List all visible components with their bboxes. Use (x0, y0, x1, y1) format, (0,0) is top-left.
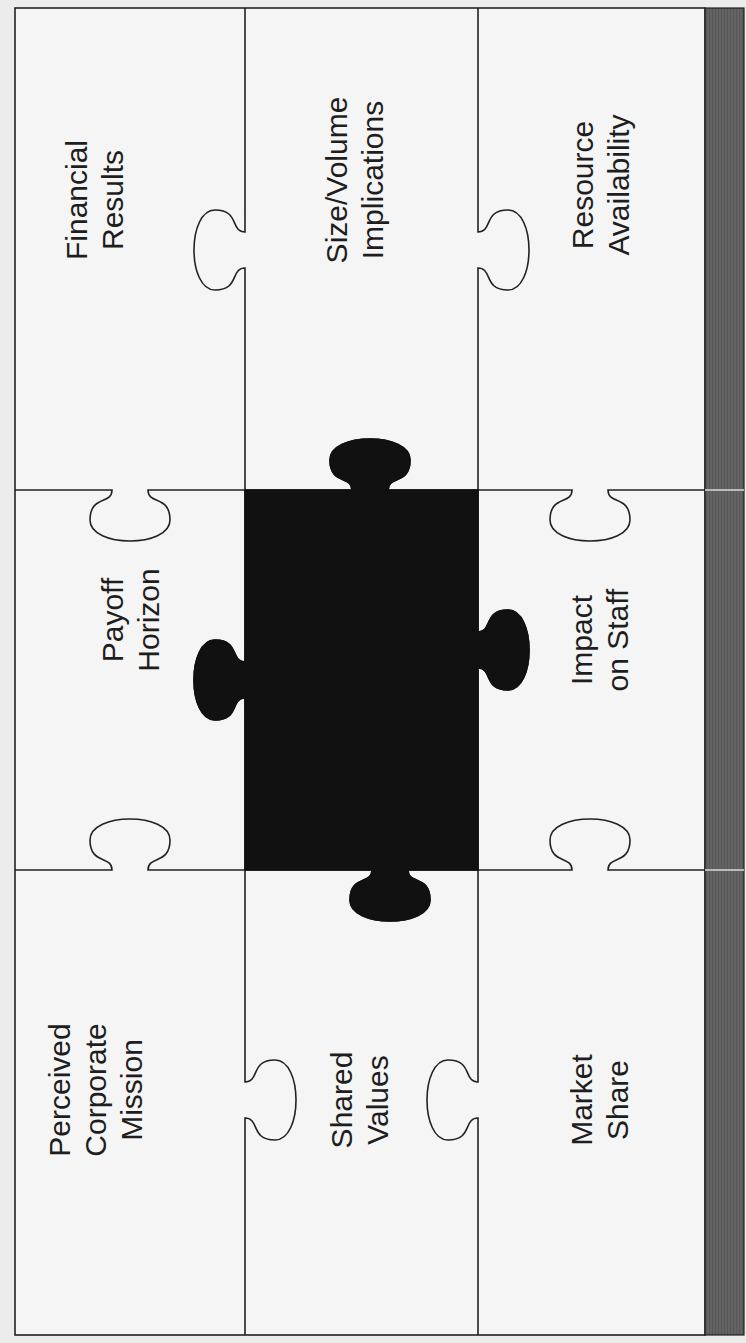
piece-cut (194, 8, 245, 490)
edge-divider (705, 489, 744, 491)
missing-piece (194, 439, 529, 921)
puzzle-piece: Impact on Staff (564, 585, 636, 695)
puzzle-piece: Financial Results (59, 140, 131, 260)
puzzle-piece: Shared Values (324, 1052, 396, 1149)
piece-label: Size/Volume Implications (319, 97, 391, 264)
board-edge-texture (708, 9, 741, 1334)
edge-hatch (726, 9, 727, 1334)
edge-hatch (714, 9, 715, 1334)
puzzle-piece: Payoff Horizon (94, 569, 166, 672)
edge-hatch (708, 9, 709, 1334)
edge-hatch (711, 9, 712, 1334)
edge-hatch (729, 9, 730, 1334)
piece-label: Financial Results (59, 140, 131, 260)
piece-cut (245, 870, 296, 1335)
edge-hatch (732, 9, 733, 1334)
puzzle-piece: Size/Volume Implications (319, 97, 391, 264)
edge-hatch (738, 9, 739, 1334)
piece-label: Perceived Corporate Mission (41, 1023, 149, 1156)
piece-cut (15, 819, 245, 870)
edge-hatch (741, 9, 742, 1334)
edge-hatch (720, 9, 721, 1334)
piece-cut (427, 870, 478, 1335)
board-edge (705, 8, 744, 1335)
piece-label: Market Share (564, 1054, 636, 1146)
puzzle-piece: Perceived Corporate Mission (41, 1024, 149, 1157)
edge-divider (705, 869, 744, 871)
edge-hatch (717, 9, 718, 1334)
piece-cut (478, 819, 705, 870)
board-surface (15, 8, 705, 1335)
piece-cuts (15, 8, 705, 1335)
piece-cut (478, 8, 529, 490)
piece-label: Resource Availability (564, 114, 636, 255)
edge-hatch (735, 9, 736, 1334)
piece-label: Payoff Horizon (94, 568, 166, 671)
puzzle-piece: Market Share (564, 1054, 636, 1146)
puzzle-piece: Resource Availability (564, 115, 636, 256)
piece-label: Impact on Staff (564, 585, 636, 695)
edge-hatch (723, 9, 724, 1334)
piece-cut (478, 490, 705, 541)
piece-label: Shared Values (324, 1052, 396, 1149)
piece-cut (15, 490, 245, 541)
